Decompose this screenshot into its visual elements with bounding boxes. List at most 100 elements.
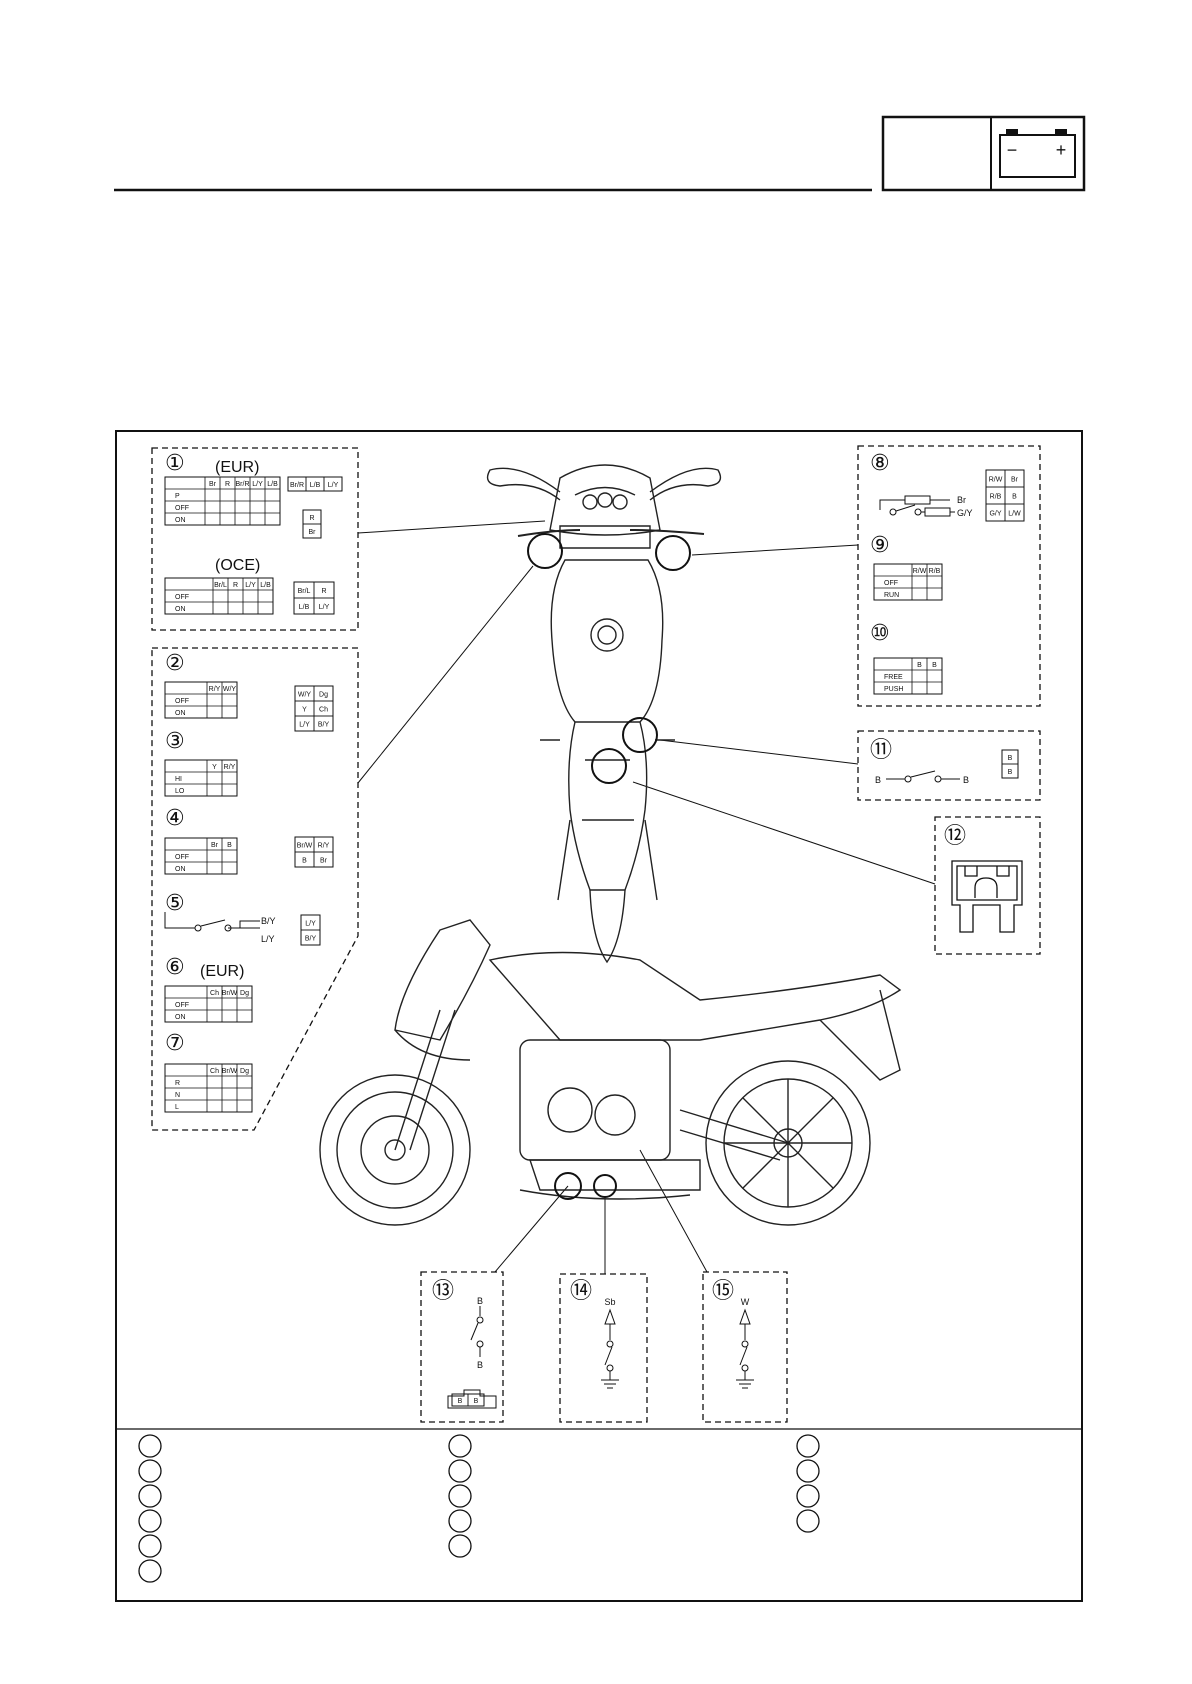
callout-11-symbol: ⑪ bbox=[870, 738, 892, 763]
callout-2-symbol: ② bbox=[165, 651, 185, 676]
table-header-cell: R/B bbox=[929, 568, 941, 575]
legend-marker bbox=[796, 1509, 820, 1533]
legend-marker bbox=[796, 1484, 820, 1508]
table-header-cell: R/W bbox=[913, 568, 927, 575]
connector-pin: R/Y bbox=[318, 843, 330, 850]
callout-borders bbox=[151, 445, 1041, 1423]
table-row-label: PUSH bbox=[884, 686, 903, 693]
table-header-cell: R/Y bbox=[224, 764, 236, 771]
schematic-5 bbox=[164, 912, 260, 932]
legend-marker bbox=[138, 1559, 162, 1583]
connector-pin: B bbox=[1008, 769, 1013, 776]
connector-pin: Br/L bbox=[298, 588, 311, 595]
table-row-label: OFF bbox=[175, 1002, 189, 1009]
box-8-10 bbox=[857, 445, 1041, 707]
wire-14: Sb bbox=[604, 1297, 615, 1307]
table-row-label: P bbox=[175, 493, 180, 500]
connector-pin: B bbox=[458, 1398, 463, 1405]
table-header-cell: Br/W bbox=[222, 1068, 238, 1075]
table-header-cell: Y bbox=[212, 764, 217, 771]
connector-pin: Br/W bbox=[297, 843, 313, 850]
table-row-label: FREE bbox=[884, 674, 903, 681]
table-header-cell: L/Y bbox=[252, 481, 263, 488]
motorcycle-side-view bbox=[319, 919, 902, 1226]
table-header-cell: Dg bbox=[240, 990, 249, 997]
table-row-label: LO bbox=[175, 788, 185, 795]
table-header-cell: W/Y bbox=[223, 686, 237, 693]
table-row-label: OFF bbox=[175, 505, 189, 512]
table-row-label: OFF bbox=[175, 854, 189, 861]
table-row-label: ON bbox=[175, 606, 186, 613]
wire-5-top: B/Y bbox=[261, 916, 276, 926]
connector-pin: L/Y bbox=[328, 482, 339, 489]
table-header-cell: R bbox=[233, 582, 238, 589]
table-header-cell: B bbox=[227, 842, 232, 849]
connector-c1_oce: Br/L R L/B L/Y bbox=[293, 581, 335, 615]
callout-13-symbol: ⑬ bbox=[432, 1279, 454, 1304]
legend-marker bbox=[796, 1459, 820, 1483]
legend-marker bbox=[448, 1434, 472, 1458]
connector-pin: R/W bbox=[989, 477, 1003, 484]
table-row-label: L bbox=[175, 1104, 179, 1111]
schematic-8 bbox=[879, 495, 955, 517]
callout-14-symbol: ⑭ bbox=[570, 1279, 592, 1304]
connector-pin: Br bbox=[1011, 477, 1019, 484]
connector-pin: Br/R bbox=[290, 482, 304, 489]
connector-pin: L/Y bbox=[305, 921, 316, 928]
callout-labels: ① (EUR) (OCE) ② ③ ④ ⑤ ⑥ (EUR) ⑦ ⑧ ⑨ ⑩ ⑪ … bbox=[165, 451, 966, 1304]
connector-pin: R/B bbox=[990, 494, 1002, 501]
wire-5-bottom: L/Y bbox=[261, 934, 275, 944]
table-row-label: OFF bbox=[175, 594, 189, 601]
connector-pin: B/Y bbox=[305, 936, 317, 943]
legend-marker bbox=[796, 1434, 820, 1458]
legend-marker bbox=[138, 1434, 162, 1458]
table-header-cell: L/B bbox=[260, 582, 271, 589]
connector-pin: B bbox=[1012, 494, 1017, 501]
connector-pin: L/B bbox=[299, 604, 310, 611]
schematic-15 bbox=[736, 1308, 754, 1389]
table-row-label: HI bbox=[175, 776, 182, 783]
table-row-label: ON bbox=[175, 1014, 186, 1021]
table-header-cell: Ch bbox=[210, 990, 219, 997]
box-15 bbox=[702, 1271, 788, 1423]
legend-marker bbox=[138, 1509, 162, 1533]
wire-8-top: Br bbox=[957, 495, 966, 505]
top-view-markers bbox=[527, 533, 691, 784]
connector-pin: R bbox=[309, 515, 314, 522]
connector-pin: Y bbox=[302, 707, 307, 714]
table-row-label: RUN bbox=[884, 592, 899, 599]
connector-pin: B bbox=[1008, 755, 1013, 762]
wire-15: W bbox=[741, 1297, 750, 1307]
legend-marker bbox=[448, 1534, 472, 1558]
legend-marker bbox=[448, 1509, 472, 1533]
box-14 bbox=[559, 1273, 648, 1423]
table-header-cell: R bbox=[225, 481, 230, 488]
wire-13-bottom: B bbox=[477, 1360, 483, 1370]
callout-8-symbol: ⑧ bbox=[870, 451, 890, 476]
legend-marker bbox=[138, 1534, 162, 1558]
wire-11-right: B bbox=[963, 775, 969, 785]
battery-minus: − bbox=[1007, 140, 1018, 160]
wire-13-top: B bbox=[477, 1296, 483, 1306]
table-header-cell: L/Y bbox=[245, 582, 256, 589]
connector-pin: R bbox=[321, 588, 326, 595]
connector-pin: L/Y bbox=[319, 604, 330, 611]
section-icon-box: − + bbox=[881, 115, 1086, 192]
callout-10-symbol: ⑩ bbox=[870, 621, 890, 646]
legend-marker bbox=[138, 1459, 162, 1483]
battery-icon: − + bbox=[999, 129, 1076, 178]
legend-marker bbox=[138, 1484, 162, 1508]
callout-3-symbol: ③ bbox=[165, 729, 185, 754]
table-header-cell: Br bbox=[211, 842, 219, 849]
battery-plus: + bbox=[1056, 140, 1067, 160]
